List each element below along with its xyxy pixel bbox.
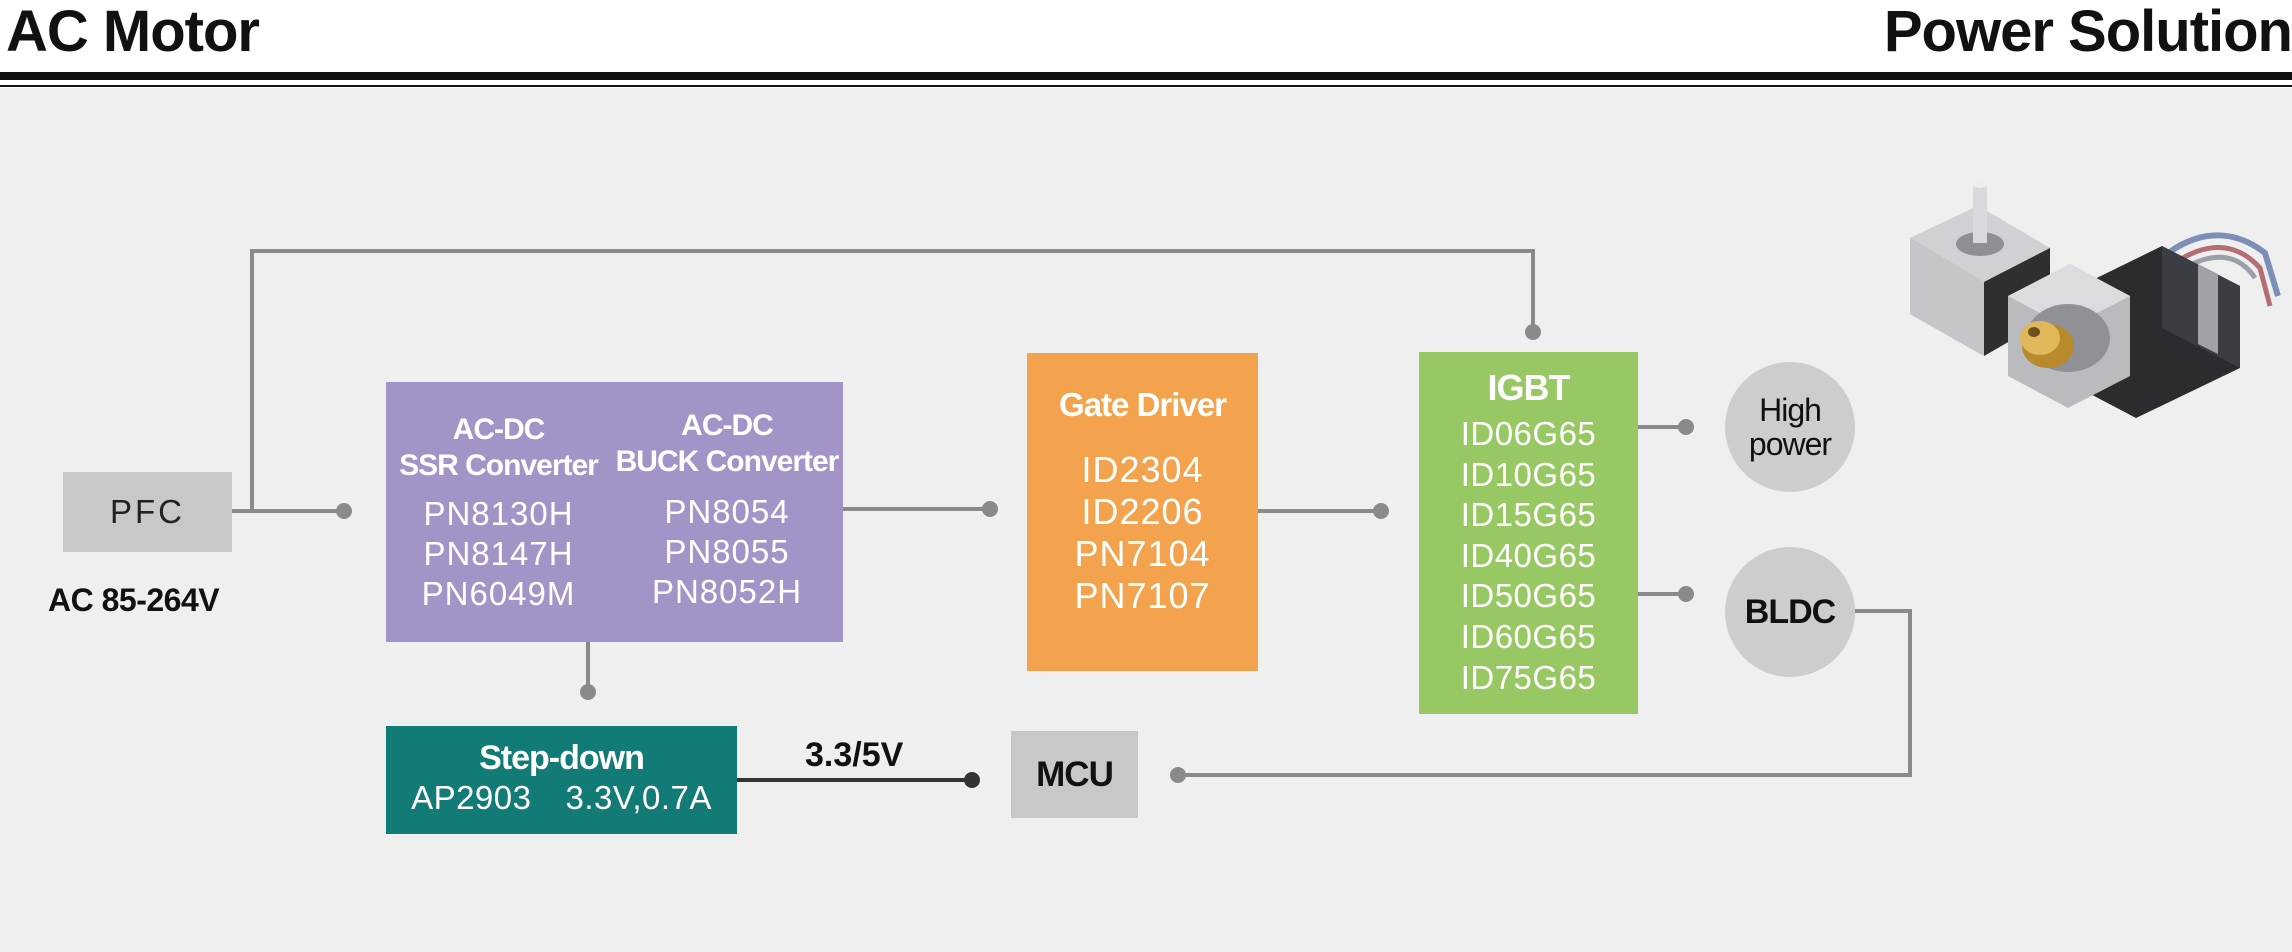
igbt-part: ID06G65 <box>1460 415 1597 452</box>
gate-driver-part: PN7107 <box>1074 575 1211 616</box>
buck-part: PN8052H <box>651 573 803 610</box>
node-dot <box>982 501 998 517</box>
ssr-converter: AC-DC SSR Converter PN8130H PN8147H PN60… <box>386 412 611 614</box>
stepper-motor-illustration <box>1910 180 2281 418</box>
gate-driver-part: ID2206 <box>1081 491 1204 532</box>
high-power-line1: High <box>1759 392 1822 428</box>
igbt-part: ID40G65 <box>1460 536 1597 574</box>
igbt-part: ID75G65 <box>1460 658 1597 696</box>
node-dot <box>1678 419 1694 435</box>
node-dot <box>1678 586 1694 602</box>
ssr-part: PN8147H <box>423 535 574 572</box>
step-down-block: Step-down AP2903 3.3V,0.7A <box>386 726 737 834</box>
buck-part: PN8055 <box>664 533 790 570</box>
gate-driver-title: Gate Driver <box>1059 386 1227 423</box>
step-down-part: AP2903 <box>411 779 532 816</box>
buck-converter: AC-DC BUCK Converter PN8054 PN8055 PN805… <box>611 408 843 612</box>
mcu-block: MCU <box>1011 731 1138 818</box>
header-rule-thick <box>0 72 2292 80</box>
pfc-block: PFC <box>63 472 232 552</box>
high-power-line2: power <box>1748 426 1832 462</box>
title-ac-motor: AC Motor <box>6 0 260 64</box>
node-dot <box>336 503 352 519</box>
high-power-output: High power <box>1725 362 1855 492</box>
ssr-title-line2: SSR Converter <box>399 449 599 482</box>
ac-input-label: AC 85-264V <box>48 582 220 618</box>
step-down-spec: 3.3V,0.7A <box>565 779 712 816</box>
ssr-part: PN6049M <box>421 575 576 612</box>
step-down-title: Step-down <box>479 739 645 777</box>
igbt-part: ID10G65 <box>1460 455 1597 493</box>
igbt-block: IGBT ID06G65 ID10G65 ID15G65 ID40G65 ID5… <box>1419 352 1638 714</box>
ssr-title-line1: AC-DC <box>452 413 546 446</box>
node-dot <box>1373 503 1389 519</box>
gate-driver-part: ID2304 <box>1081 449 1204 490</box>
bldc-label: BLDC <box>1744 592 1836 631</box>
node-dot <box>580 684 596 700</box>
ssr-part: PN8130H <box>423 495 574 532</box>
igbt-title: IGBT <box>1487 367 1571 408</box>
node-dot <box>964 772 980 788</box>
acdc-converter-block: AC-DC SSR Converter PN8130H PN8147H PN60… <box>386 382 843 642</box>
igbt-part: ID50G65 <box>1460 577 1597 615</box>
buck-title-line2: BUCK Converter <box>615 445 840 478</box>
wire-bldc-to-mcu <box>1178 609 1912 777</box>
igbt-part: ID15G65 <box>1460 496 1597 534</box>
step-down-specs: AP2903 3.3V,0.7A <box>411 778 712 818</box>
buck-part: PN8054 <box>664 493 790 530</box>
buck-title-line1: AC-DC <box>681 409 774 442</box>
gate-driver-part: PN7104 <box>1074 533 1211 574</box>
node-dot <box>1525 324 1541 340</box>
bldc-output: BLDC <box>1725 547 1855 677</box>
mcu-voltage-label: 3.3/5V <box>805 736 904 774</box>
igbt-part: ID60G65 <box>1460 617 1597 655</box>
node-dot <box>1170 767 1186 783</box>
pfc-label: PFC <box>110 493 185 530</box>
header-rule-thin <box>0 85 2292 87</box>
mcu-label: MCU <box>1036 754 1114 794</box>
title-power-solution: Power Solution <box>1883 0 2292 64</box>
gate-driver-block: Gate Driver ID2304 ID2206 PN7104 PN7107 <box>1027 353 1258 671</box>
